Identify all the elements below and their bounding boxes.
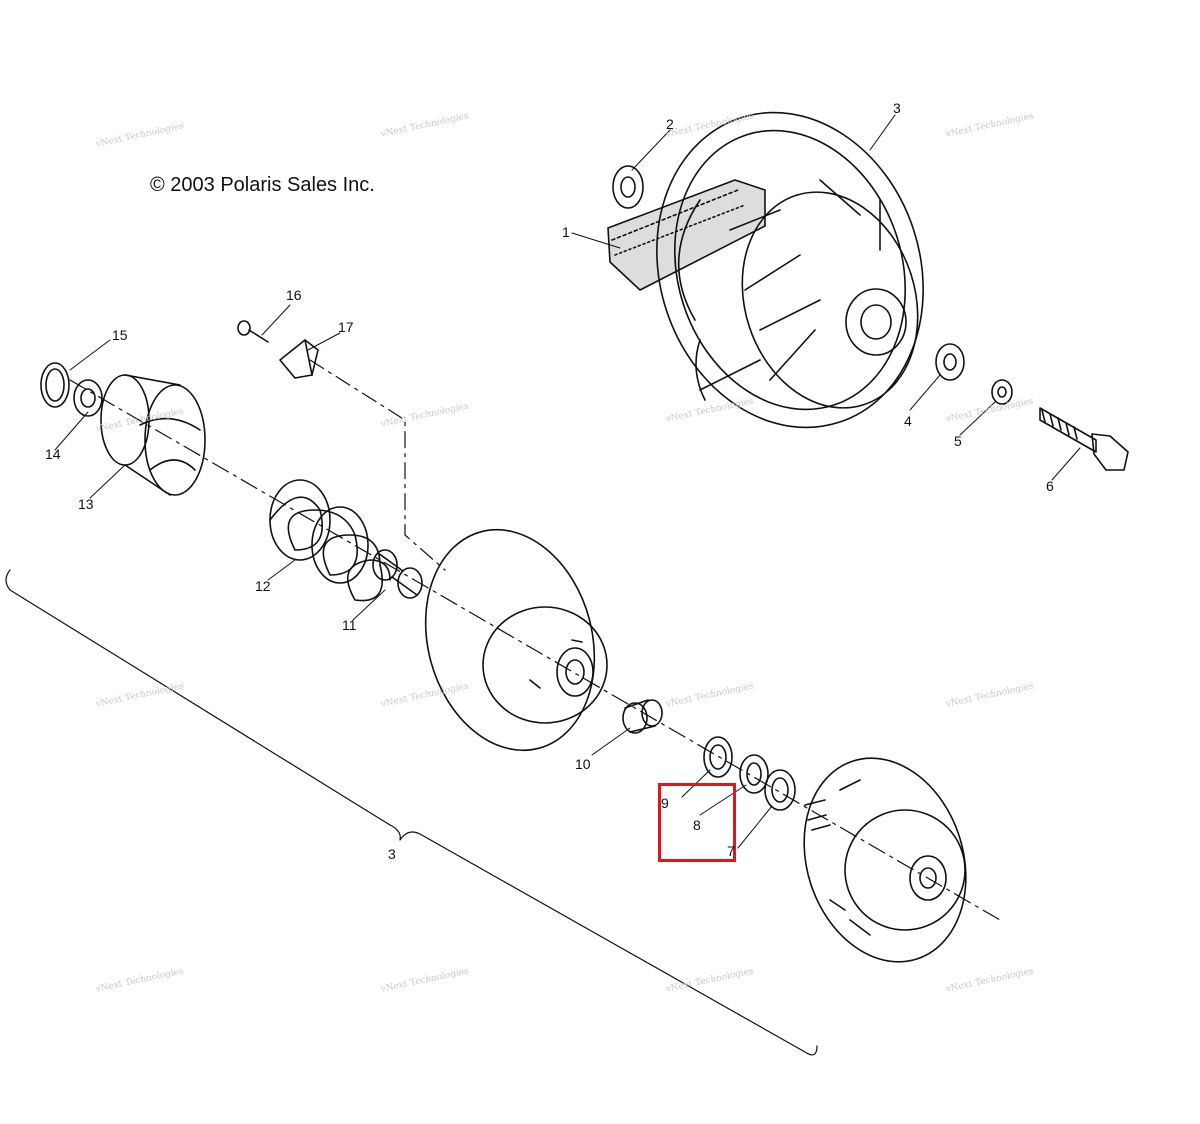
lockwasher-part-5 — [991, 379, 1013, 405]
callout-10: 10 — [575, 756, 591, 772]
callout-8: 8 — [693, 817, 701, 833]
bushing-part-10 — [622, 699, 663, 734]
center-axis-line — [69, 379, 1001, 921]
callout-11: 11 — [342, 617, 357, 633]
washer-part-14 — [73, 379, 103, 417]
callout-1: 1 — [562, 224, 570, 240]
callout-3-top: 3 — [893, 100, 901, 116]
highlight-box — [658, 783, 736, 862]
washer-part-9 — [703, 736, 733, 778]
callout-3-bottom: 3 — [388, 846, 396, 862]
callout-9: 9 — [661, 795, 669, 811]
callout-15: 15 — [112, 327, 128, 343]
bushing-part-11 — [372, 549, 423, 599]
copyright-text: © 2003 Polaris Sales Inc. — [150, 174, 375, 196]
drive-sheave-part-3 — [656, 111, 924, 429]
callout-6: 6 — [1046, 478, 1054, 494]
assembly-bracket — [5, 569, 818, 1056]
foam-block-part-1 — [607, 179, 766, 291]
callout-16: 16 — [286, 287, 302, 303]
fixed-sheave — [803, 757, 967, 963]
washer-part-8 — [739, 754, 769, 794]
bolt-part-6 — [1039, 407, 1129, 471]
callout-12: 12 — [255, 578, 271, 594]
callout-7: 7 — [727, 843, 735, 859]
callout-4: 4 — [904, 413, 912, 429]
helix-part-13 — [100, 374, 206, 496]
callout-17: 17 — [338, 319, 354, 335]
callout-5: 5 — [954, 433, 962, 449]
washer-part-7 — [764, 769, 796, 811]
callout-2: 2 — [666, 116, 674, 132]
callout-14: 14 — [45, 446, 61, 462]
leader-lines — [54, 114, 1081, 849]
snap-ring-part-15 — [40, 362, 70, 408]
button-part-17 — [279, 339, 319, 379]
callout-13: 13 — [78, 496, 94, 512]
moveable-sheave — [424, 528, 608, 752]
washer-part-4 — [935, 343, 965, 381]
spring-part-12 — [269, 479, 391, 602]
leader-dash-path — [309, 359, 446, 571]
washer-part-2 — [612, 165, 644, 209]
pin-part-16 — [237, 320, 269, 343]
